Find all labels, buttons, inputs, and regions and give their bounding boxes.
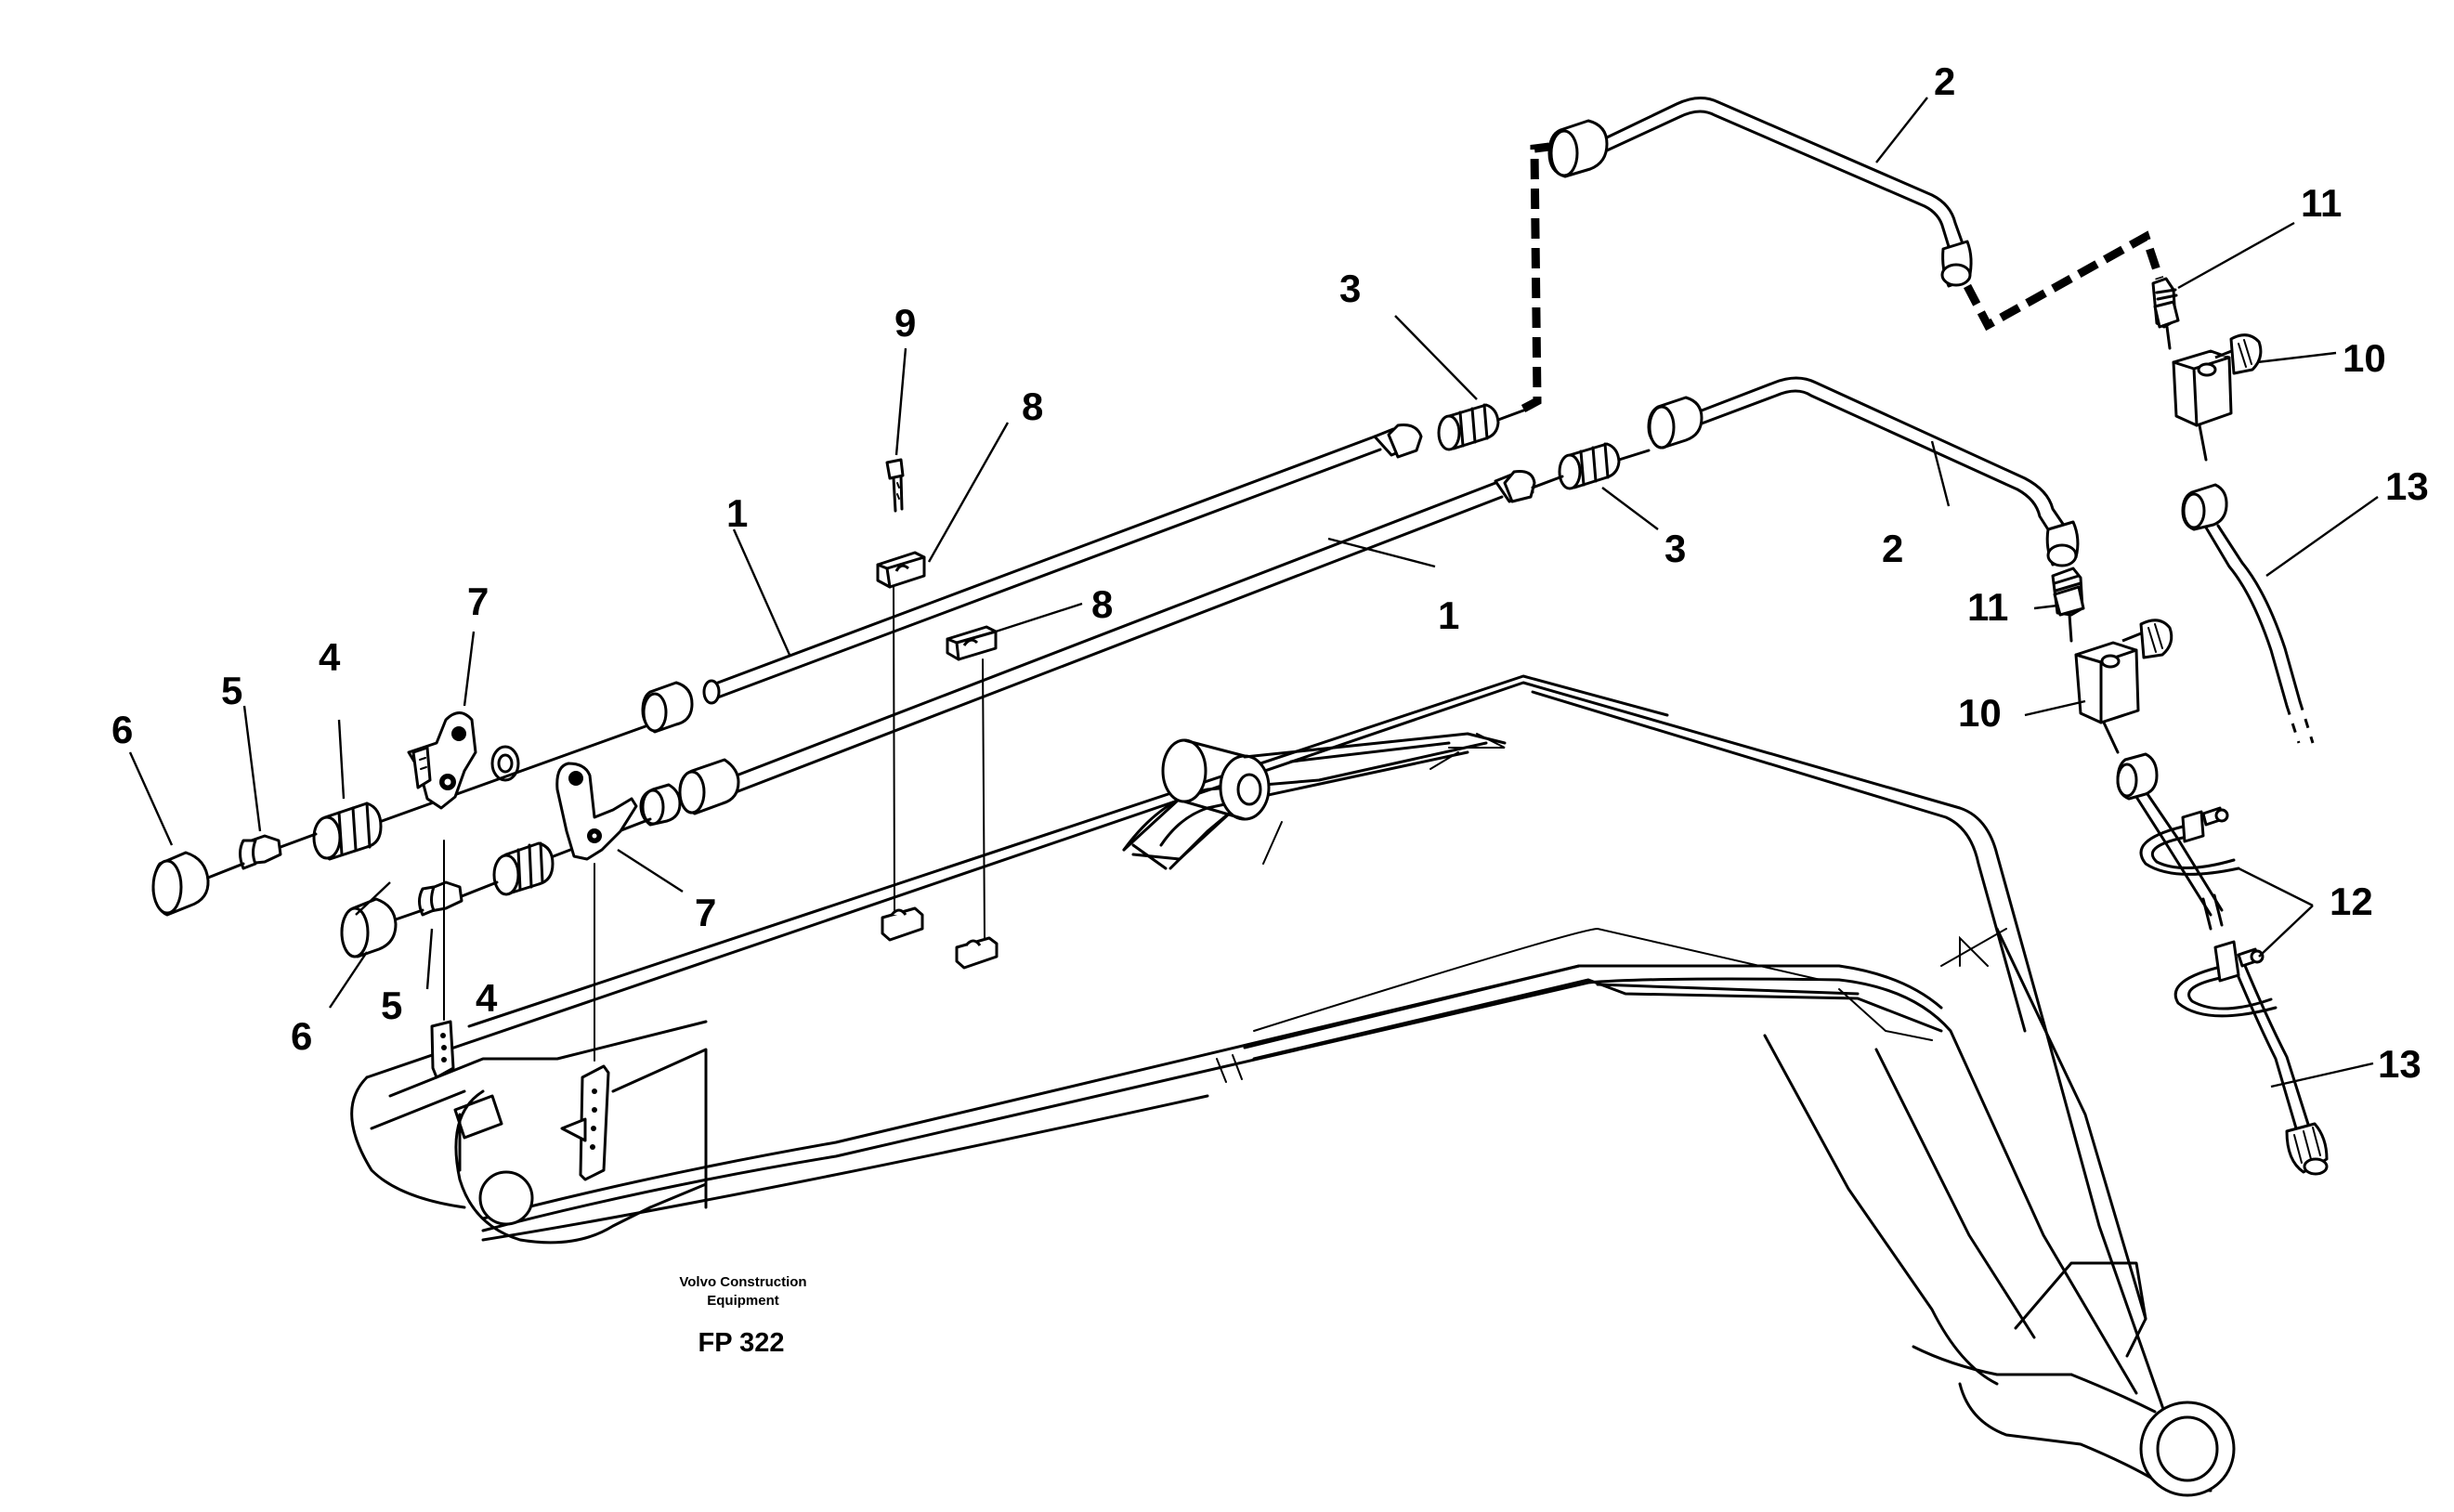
label-9: 9 xyxy=(894,301,916,345)
clip-12-upper xyxy=(2139,806,2240,876)
bolt-9 xyxy=(885,458,905,513)
mount-plate-right xyxy=(560,1064,610,1181)
hose-13-upper xyxy=(2181,483,2315,744)
tee-10-upper xyxy=(2172,333,2263,462)
cap-6-upper xyxy=(151,851,210,917)
pipe-2-lower xyxy=(1647,376,2080,567)
dashed-connector-left xyxy=(1521,142,1550,412)
label-7a: 7 xyxy=(467,580,489,623)
caption-maker-line1: Volvo Construction xyxy=(679,1274,806,1290)
label-13a: 13 xyxy=(2385,464,2429,508)
cap-6-lower xyxy=(340,897,398,958)
union-3-lower xyxy=(1503,442,1651,503)
label-8a: 8 xyxy=(1022,385,1043,428)
label-1b: 1 xyxy=(1438,593,1459,637)
part-number-labels: 1 1 2 2 3 3 4 4 5 5 6 6 7 7 8 8 9 10 10 … xyxy=(111,59,2429,1086)
label-3a: 3 xyxy=(1339,267,1361,310)
mount-plate-left xyxy=(430,1020,455,1079)
clamp-base-left xyxy=(881,906,924,942)
label-6b: 6 xyxy=(291,1014,312,1058)
label-11a: 11 xyxy=(2301,181,2342,225)
label-13b: 13 xyxy=(2378,1042,2421,1086)
hose-13-lower xyxy=(2116,752,2329,1176)
label-8b: 8 xyxy=(1091,582,1113,626)
union-3-upper xyxy=(1387,403,1525,459)
nipple-5-upper xyxy=(206,834,282,880)
label-5a: 5 xyxy=(221,669,242,712)
pipe-1-upper xyxy=(702,427,1412,705)
tee-10-lower xyxy=(2074,619,2173,754)
clamp-8-upper xyxy=(876,551,926,589)
label-4a: 4 xyxy=(319,635,341,679)
label-3b: 3 xyxy=(1664,527,1686,570)
label-4b: 4 xyxy=(476,976,498,1020)
label-5b: 5 xyxy=(381,984,402,1027)
label-10b: 10 xyxy=(1958,691,2002,735)
label-10a: 10 xyxy=(2343,336,2386,380)
nipple-5-lower xyxy=(394,880,463,921)
boom-arm xyxy=(350,674,2236,1497)
label-7b: 7 xyxy=(695,891,716,934)
clamp-base-right xyxy=(955,936,999,970)
caption-code: FP 322 xyxy=(698,1328,785,1358)
pipe-2-upper xyxy=(1547,97,1973,288)
union-4-upper xyxy=(279,802,383,861)
nipple-11-lower xyxy=(2051,567,2085,643)
dashed-connector-right xyxy=(1964,230,2164,332)
clamp-8-lower xyxy=(946,625,998,661)
bracket-7-lower xyxy=(555,762,638,861)
union-4-lower xyxy=(460,841,555,898)
diagram-caption: Volvo Construction Equipment FP 322 xyxy=(679,1274,806,1358)
label-2b: 2 xyxy=(1882,527,1903,570)
pipe-end-nuts xyxy=(490,681,740,827)
label-1a: 1 xyxy=(726,491,748,535)
caption-maker-line2: Equipment xyxy=(707,1293,779,1309)
leader-lines xyxy=(128,97,2379,1088)
bracket-7-upper xyxy=(407,711,477,810)
nipple-11-upper xyxy=(2151,277,2180,350)
label-12: 12 xyxy=(2330,880,2373,923)
label-6a: 6 xyxy=(111,708,133,751)
clip-12-lower xyxy=(2173,940,2278,1018)
label-2a: 2 xyxy=(1934,59,1955,103)
label-11b: 11 xyxy=(1967,585,2008,629)
